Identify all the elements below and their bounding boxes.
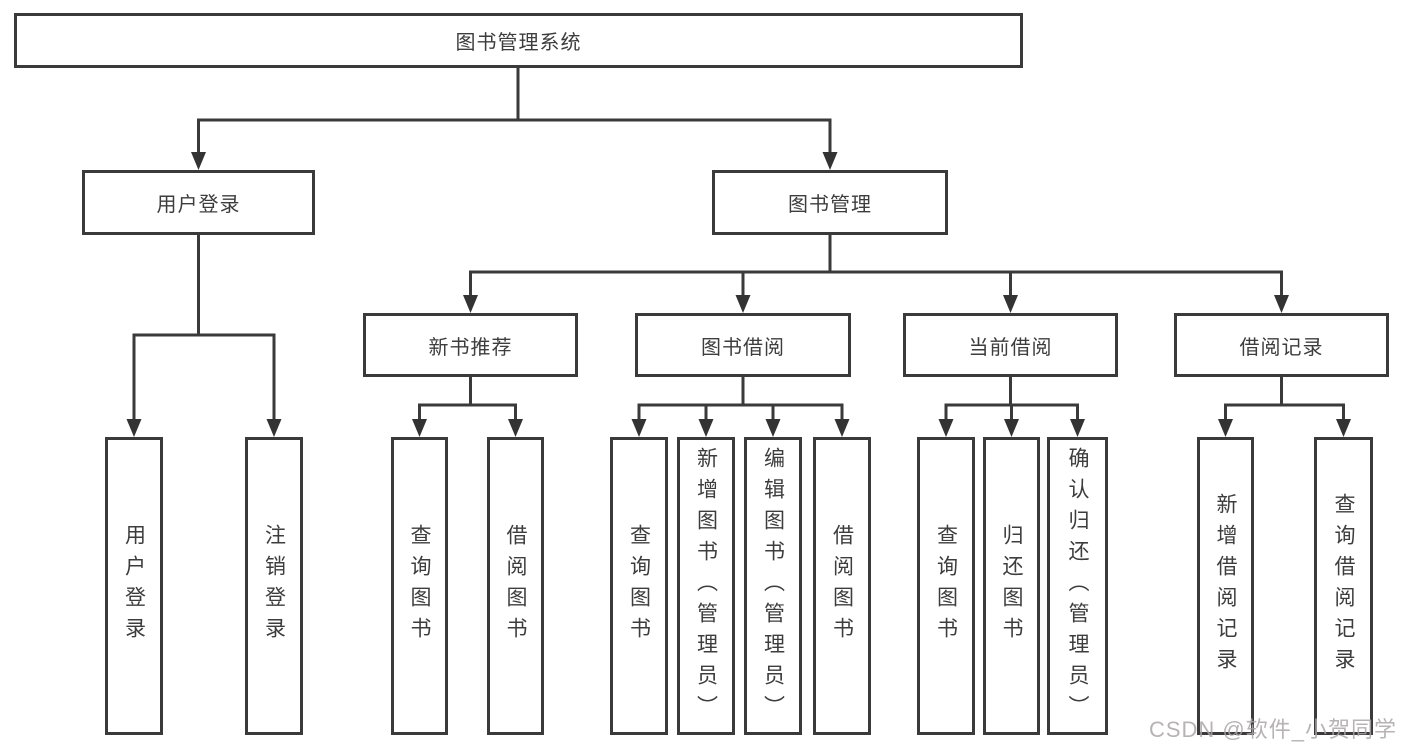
leaf-borrow-add-books-admin: 新增图书（管理员） <box>677 437 735 735</box>
leaf-borrow-borrow-books: 借阅图书 <box>813 437 871 735</box>
leaf-records-add-record: 新增借阅记录 <box>1197 437 1254 735</box>
leaf-recommend-borrow-books: 借阅图书 <box>487 437 544 735</box>
leaf-borrow-edit-books-admin: 编辑图书（管理员） <box>744 437 802 735</box>
node-user-login: 用户登录 <box>82 170 315 235</box>
leaf-borrow-query-books: 查询图书 <box>610 437 668 735</box>
node-book-management: 图书管理 <box>712 170 948 235</box>
leaf-current-confirm-return-admin: 确认归还（管理员） <box>1047 437 1108 735</box>
connector-paths <box>132 68 1345 421</box>
node-current-borrow: 当前借阅 <box>903 313 1118 377</box>
leaf-recommend-query-books: 查询图书 <box>391 437 448 735</box>
leaf-logout: 注销登录 <box>245 437 303 735</box>
leaf-user-login: 用户登录 <box>105 437 163 735</box>
node-book-borrow: 图书借阅 <box>635 313 851 377</box>
node-new-book-recommend: 新书推荐 <box>363 313 578 377</box>
arrowheads <box>126 152 1351 437</box>
leaf-current-return-books: 归还图书 <box>983 437 1040 735</box>
node-root: 图书管理系统 <box>14 13 1023 68</box>
leaf-current-query-books: 查询图书 <box>917 437 975 735</box>
leaf-records-query-record: 查询借阅记录 <box>1314 437 1373 735</box>
node-borrow-records: 借阅记录 <box>1174 313 1389 377</box>
